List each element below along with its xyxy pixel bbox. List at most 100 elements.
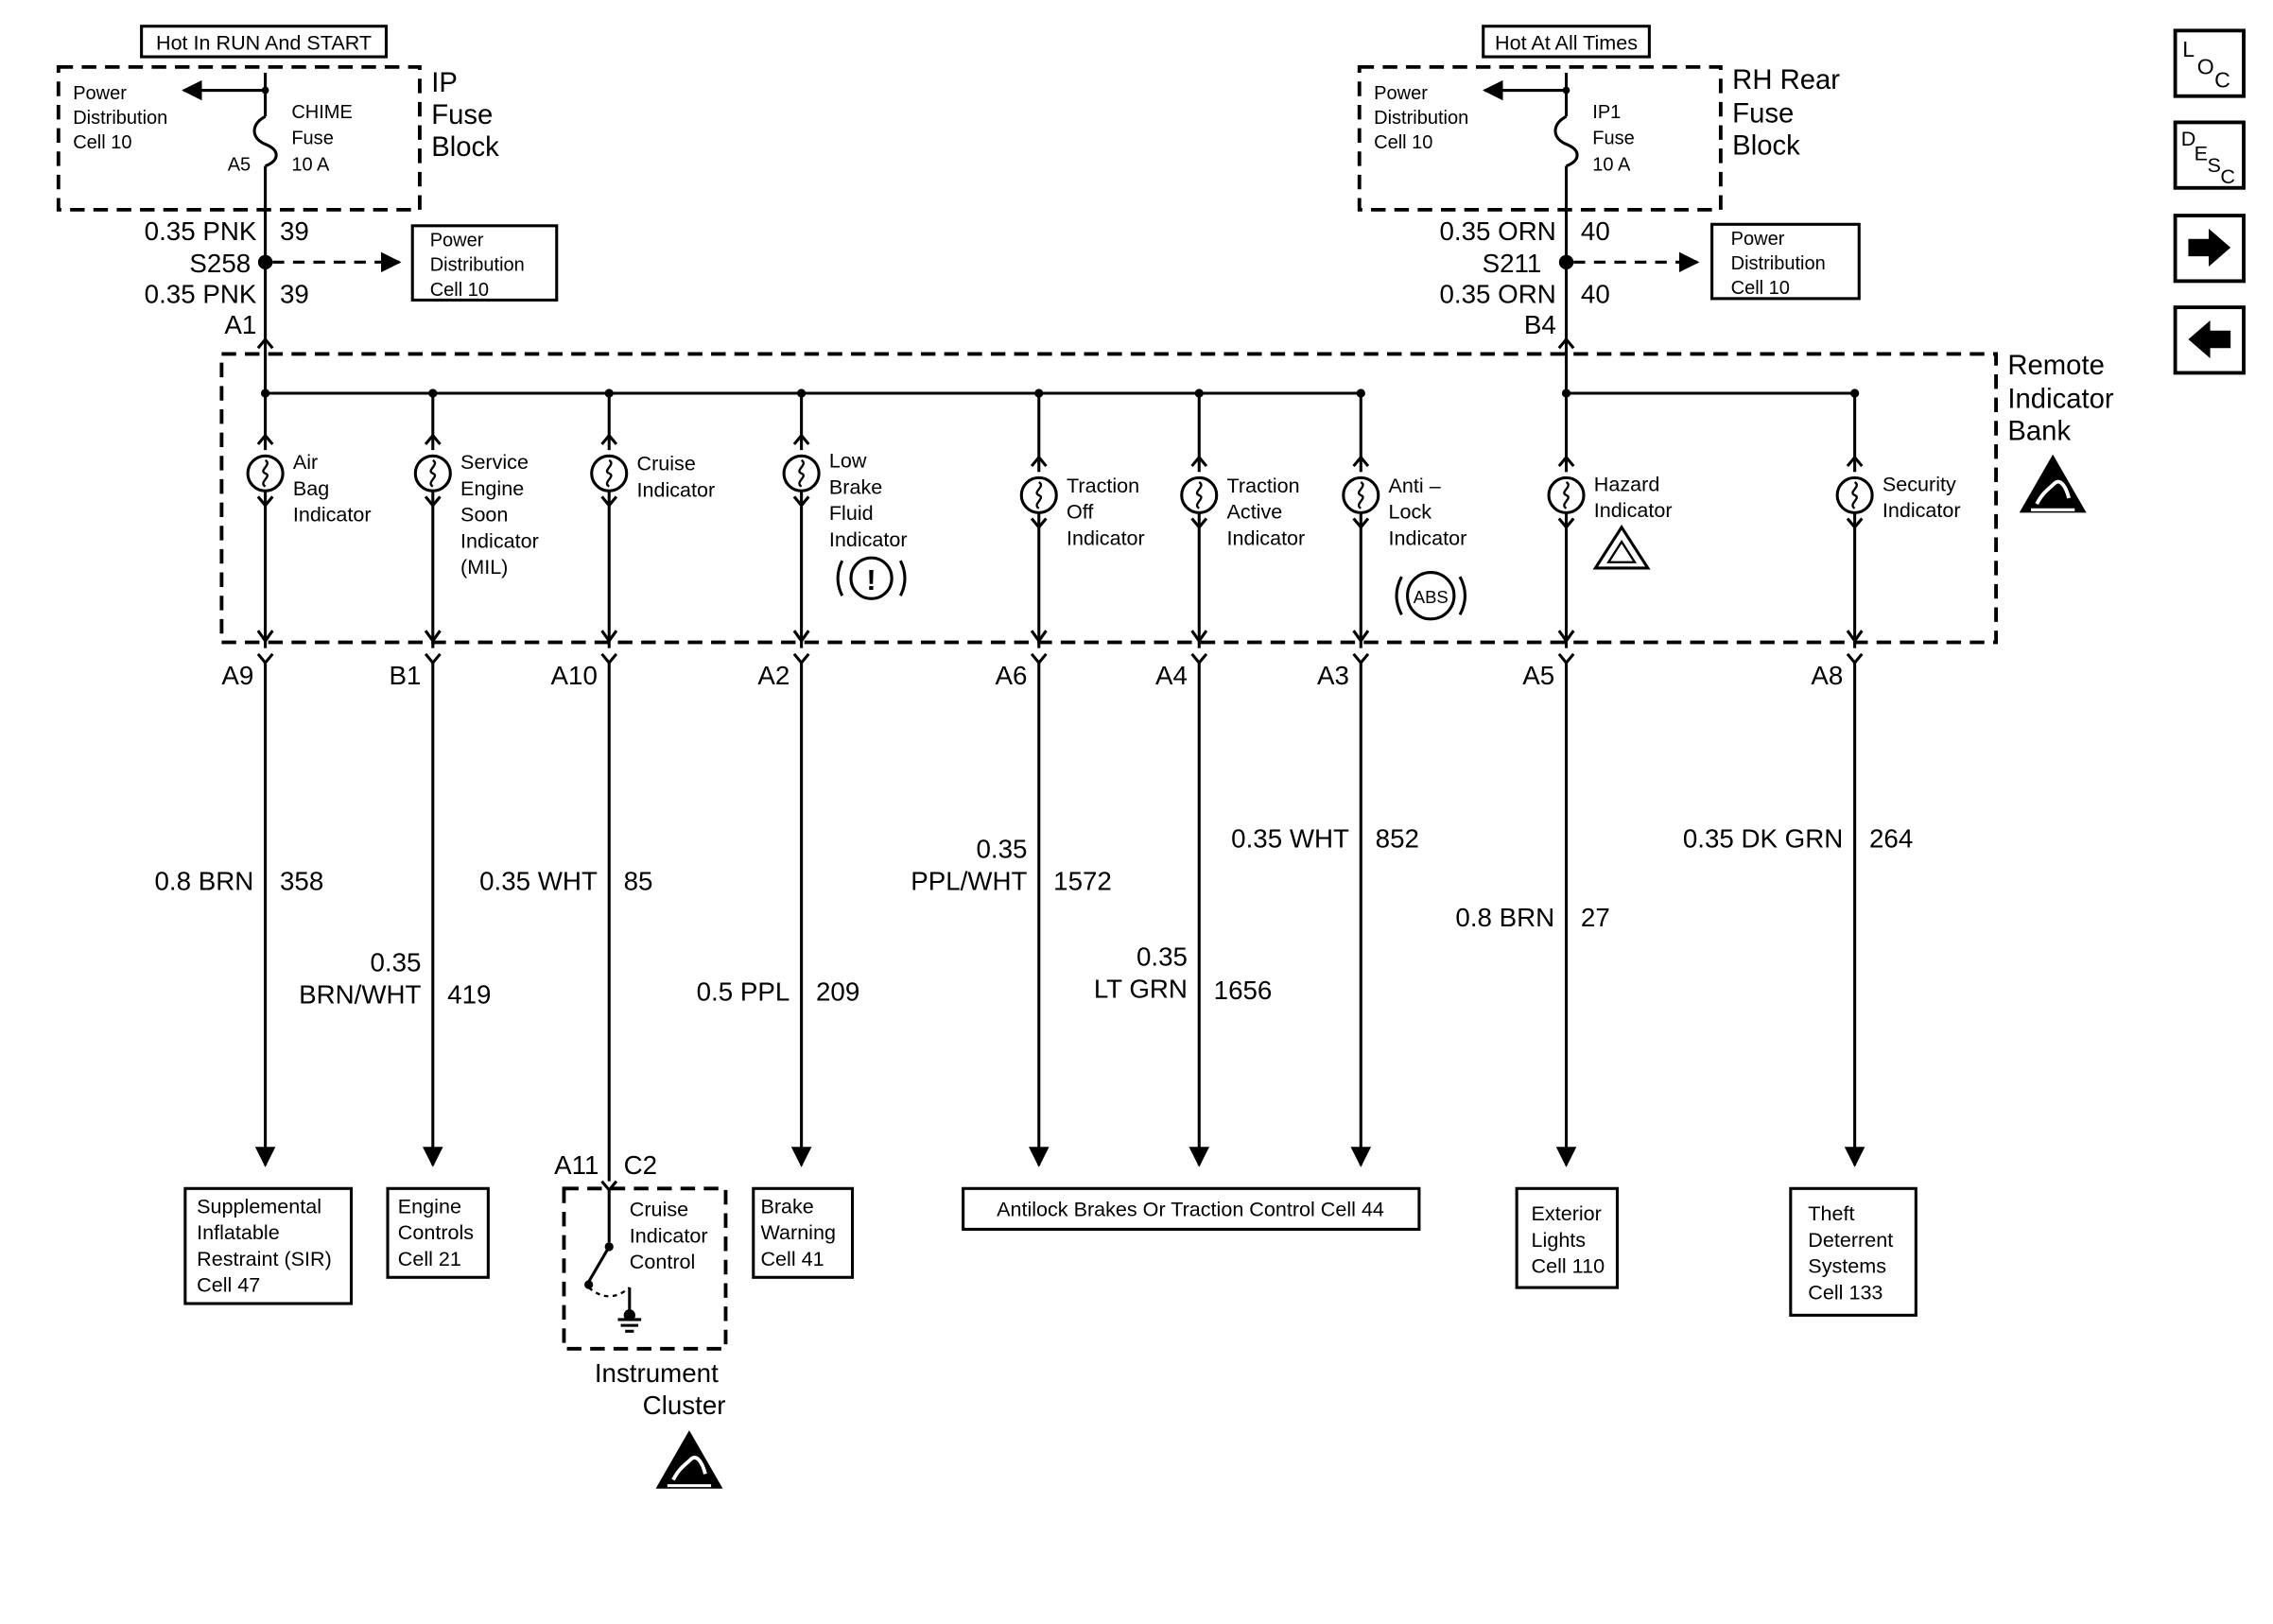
right-power-dist-label: Power Distribution Cell 10	[1374, 83, 1474, 153]
next-button[interactable]	[2173, 214, 2246, 284]
right-supply-header: Hot At All Times	[1495, 30, 1638, 54]
wire-circuit-a3: 852	[1376, 824, 1419, 854]
abs-symbol-text: ABS	[1414, 587, 1449, 607]
previous-button[interactable]	[2173, 305, 2246, 375]
bank-out-arrow-a9	[256, 630, 274, 644]
lamp-icon	[1547, 475, 1586, 514]
wire-circuit-a9: 358	[280, 866, 323, 895]
antilock-label: Antilock Brakes Or Traction Control Cell…	[997, 1198, 1384, 1221]
lamp-chevron-a5	[1557, 517, 1575, 530]
lamp-chevron-b1	[424, 495, 442, 509]
indicator-bank-title: Remote Indicator Bank	[2007, 351, 2121, 446]
lamp-chevron-a3	[1352, 517, 1370, 530]
pin-label-a8: A8	[1811, 661, 1843, 690]
splice-s211: S211	[1483, 249, 1542, 278]
abs-symbol-icon: ABS	[1395, 570, 1466, 621]
cruise-switch-blade	[587, 1246, 611, 1283]
pin-label-a10: A10	[551, 661, 598, 690]
chime-fuse-label: CHIME Fuse 10 A	[291, 102, 357, 175]
pin-label-a6: A6	[996, 661, 1028, 690]
destinations: Supplemental Inflatable Restraint (SIR) …	[183, 1186, 1917, 1317]
wire-circuit-a2: 209	[816, 977, 859, 1007]
right-supply-header-box	[1482, 25, 1651, 59]
bank-out-arrow-a8	[1846, 630, 1864, 644]
pin-chevron-a5	[1557, 652, 1575, 665]
bank-out-arrow-a3	[1352, 630, 1370, 644]
wire-gauge-a10: 0.35 WHT	[479, 866, 598, 895]
arrow-right-icon	[2188, 228, 2231, 267]
pin-chevron-b1	[424, 652, 442, 665]
lamp-icon	[1180, 475, 1219, 514]
theft-deterrent-box	[1789, 1186, 1917, 1317]
left-splice-target-label: Power Distribution Cell 10	[430, 230, 530, 300]
lamp-icon	[246, 454, 285, 492]
wire-gauge-a5: 0.8 BRN	[1455, 903, 1554, 932]
pin-label-a2: A2	[757, 661, 789, 690]
cruise-control-outline	[562, 1186, 728, 1351]
engine-controls-label: Engine Controls Cell 21	[398, 1194, 479, 1270]
exterior-lights-box	[1515, 1186, 1620, 1289]
wire-circuit-a6: 1572	[1053, 866, 1112, 895]
esd-warning-icon	[2017, 452, 2089, 515]
wire-circuit-a10: 85	[624, 866, 653, 895]
pin-chevron-a9	[256, 652, 274, 665]
chime-fuse-icon	[252, 114, 278, 168]
right-wire-top-gauge: 0.35 ORN	[1440, 216, 1556, 246]
cluster-esd-warning-icon	[653, 1428, 725, 1491]
feed-chevron-a6	[1030, 455, 1048, 468]
pin-chevron-a10	[600, 652, 618, 665]
ip-fuse-block-label: IP Fuse Block	[431, 68, 500, 163]
rh-rear-fuse-block-label: RH Rear Fuse Block	[1732, 65, 1848, 161]
left-connector-a1: A1	[224, 310, 256, 339]
pin-label-a9: A9	[221, 661, 253, 690]
splice-s211-node	[1558, 254, 1574, 270]
wire-circuit-a8: 264	[1869, 824, 1913, 854]
sir-box	[183, 1186, 354, 1305]
lamp-icon	[782, 454, 821, 492]
brake-warning-symbol-icon: !	[836, 556, 907, 600]
indicator-bank-outline	[219, 352, 1999, 645]
pin-label-a3: A3	[1317, 661, 1349, 690]
feed-chevron-a4	[1190, 455, 1208, 468]
loc-button[interactable]: L O C	[2173, 28, 2246, 98]
right-wire-bottom-circuit: 40	[1581, 279, 1610, 308]
cruise-switch-contact-bottom	[584, 1280, 594, 1289]
lamp-chevron-a2	[792, 495, 810, 509]
lamp-chevron-a8	[1846, 517, 1864, 530]
bank-out-arrow-b1	[424, 630, 442, 644]
cruise-indicator-control-label: Cruise Indicator Control	[630, 1198, 714, 1273]
wire-circuit-a5: 27	[1581, 903, 1610, 932]
splice-s258-node	[257, 254, 273, 270]
instrument-cluster: A11 C2 Cruise Indicator Control Instrume…	[554, 1150, 728, 1491]
lamp-icon	[1019, 475, 1058, 514]
right-splice-target-box	[1710, 222, 1861, 301]
brake-warning-box	[752, 1186, 855, 1279]
brake-symbol-text: !	[866, 563, 876, 596]
pin-chevron-a4	[1190, 652, 1208, 665]
lamp-icon	[413, 454, 452, 492]
desc-button[interactable]: D E S C	[2173, 120, 2246, 190]
left-supply: Hot In RUN And START IP Fuse Block Power…	[56, 25, 559, 341]
lamp-chevron-a4	[1190, 517, 1208, 530]
bank-out-arrow-a2	[792, 630, 810, 644]
exterior-lights-label: Exterior Lights Cell 110	[1532, 1201, 1607, 1277]
connector-b4-chevron	[1557, 337, 1575, 350]
feed-chevron-a8	[1846, 455, 1864, 468]
wire-gauge-a9: 0.8 BRN	[155, 866, 254, 895]
left-wire-top-gauge: 0.35 PNK	[145, 216, 257, 246]
left-wire-top-circuit: 39	[280, 216, 309, 246]
cluster-pin-a11: A11	[554, 1150, 599, 1180]
